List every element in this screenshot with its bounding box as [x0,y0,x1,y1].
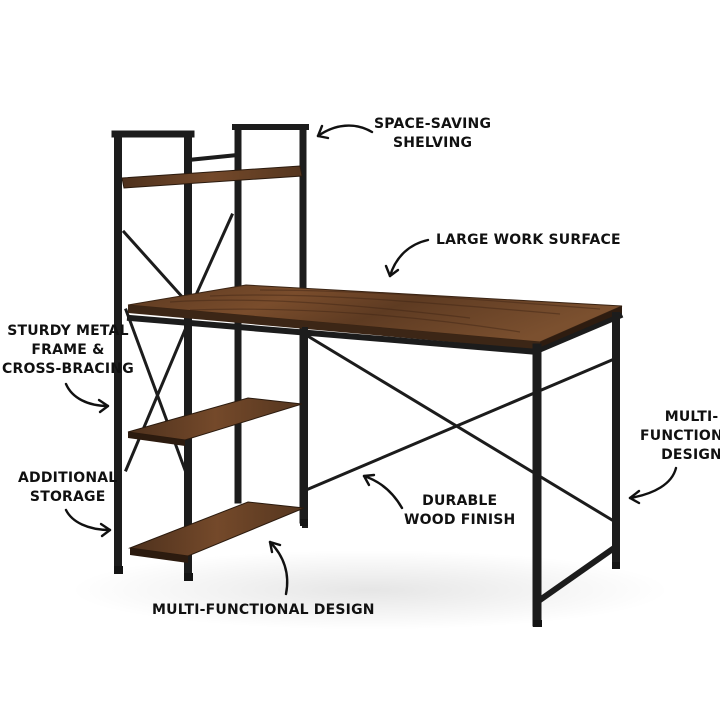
callout-multi-bottom-line1: MULTI-FUNCTIONAL DESIGN [152,602,375,618]
desk-top-edge [128,305,540,350]
callout-sturdy-frame-line3: CROSS-BRACING [2,361,134,377]
callout-space-saving-line1: SPACE-SAVING [374,116,492,132]
arrow-multi-bottom [268,540,289,596]
arrow-work-surface [388,238,430,278]
callout-multi-functional-bottom: MULTI-FUNCTIONAL DESIGN [152,601,375,620]
callout-work-surface: LARGE WORK SURFACE [436,231,621,250]
callout-multi-right-line1: MULTI- [664,409,719,425]
arrow-durable-wood [362,474,404,510]
callout-multi-right-line3: DESIGN [661,447,720,463]
top-shelf [121,165,303,189]
foot-caps [114,519,620,627]
callout-durable-wood-line1: DURABLE [422,493,498,509]
callout-sturdy-frame: STURDY METAL FRAME & CROSS-BRACING [2,322,134,379]
bottom-shelf [128,501,305,557]
arrow-sturdy-frame [64,382,110,408]
callout-sturdy-frame-line2: FRAME & [31,342,105,358]
floor-shadow [70,550,670,630]
callout-multi-functional-right: MULTI- FUNCTIONAL DESIGN [640,408,720,465]
callout-additional-storage: ADDITIONAL STORAGE [18,469,117,507]
callout-multi-right-line2: FUNCTIONAL [640,428,720,444]
callout-additional-storage-line2: STORAGE [29,489,106,505]
arrow-space-saving [316,124,374,138]
callout-space-saving-line2: SHELVING [392,135,473,151]
callout-durable-wood: DURABLE WOOD FINISH [404,492,515,530]
callout-space-saving: SPACE-SAVING SHELVING [374,115,491,153]
callout-durable-wood-line2: WOOD FINISH [404,512,516,528]
desk-frame [126,312,624,627]
callout-work-surface-line1: LARGE WORK SURFACE [436,232,621,248]
arrow-additional-storage [64,508,112,532]
callout-additional-storage-line1: ADDITIONAL [18,470,118,486]
callout-sturdy-frame-line1: STURDY METAL [7,323,129,339]
callout-arrows [64,124,678,596]
arrow-multi-right [628,466,678,500]
wood-grain [169,289,601,333]
